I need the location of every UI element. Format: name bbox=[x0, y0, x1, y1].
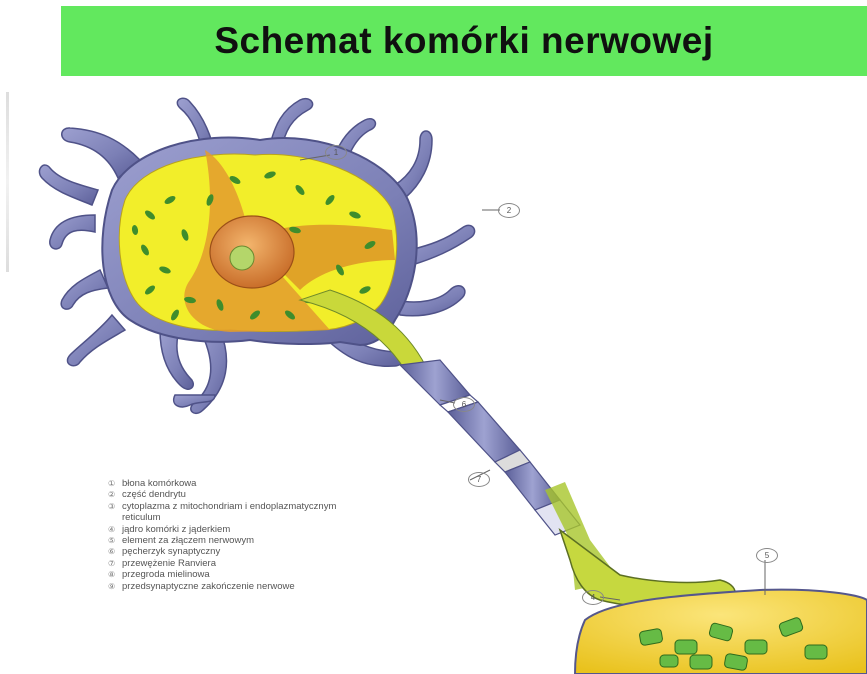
callout-6: 6 bbox=[453, 397, 475, 412]
legend-text: element za złączem nerwowym bbox=[122, 535, 254, 546]
legend-number: ⑨ bbox=[108, 581, 122, 592]
legend-text: cytoplazma z mitochondriam i endoplazmat… bbox=[122, 501, 336, 524]
legend-text: błona komórkowa bbox=[122, 478, 196, 489]
legend-number: ⑧ bbox=[108, 569, 122, 580]
legend-text: przedsynaptyczne zakończenie nerwowe bbox=[122, 581, 295, 592]
legend-number: ③ bbox=[108, 501, 122, 512]
legend-number: ⑦ bbox=[108, 558, 122, 569]
legend-text: przewężenie Ranviera bbox=[122, 558, 216, 569]
legend-number: ⑥ bbox=[108, 546, 122, 557]
legend-text: część dendrytu bbox=[122, 489, 186, 500]
legend-number: ② bbox=[108, 489, 122, 500]
legend-text: jądro komórki z jąderkiem bbox=[122, 524, 230, 535]
callout-2: 2 bbox=[498, 203, 520, 218]
callout-1: 1 bbox=[325, 145, 347, 160]
legend-number: ⑤ bbox=[108, 535, 122, 546]
legend-number: ④ bbox=[108, 524, 122, 535]
legend-text: pęcherzyk synaptyczny bbox=[122, 546, 220, 557]
legend-number: ① bbox=[108, 478, 122, 489]
legend-text: przegroda mielinowa bbox=[122, 569, 210, 580]
nucleolus bbox=[230, 246, 254, 270]
callout-4: 4 bbox=[582, 590, 604, 605]
callout-5: 5 bbox=[756, 548, 778, 563]
